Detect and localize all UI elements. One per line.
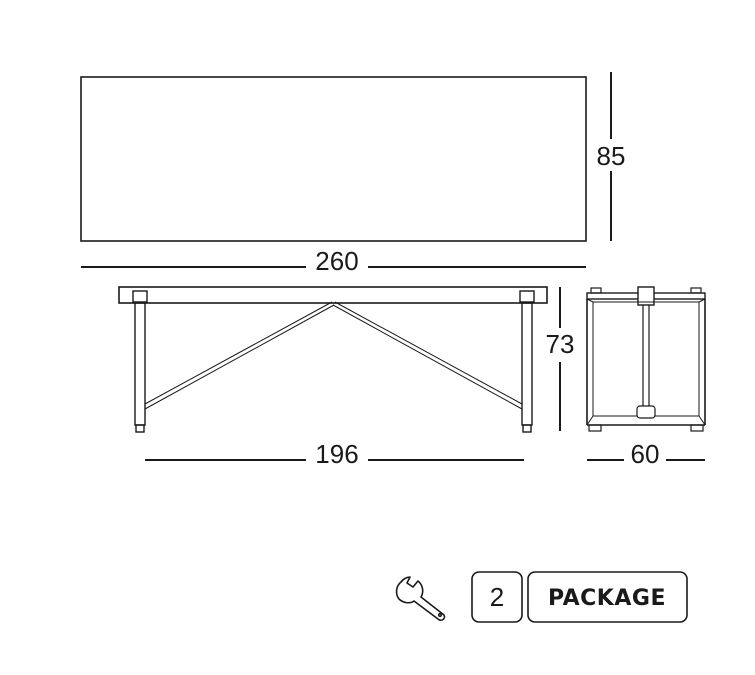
right-leg-foot — [522, 424, 532, 433]
side-foot-left — [588, 424, 602, 432]
left-brace-outer — [144, 301, 333, 405]
side-center-post — [636, 305, 656, 419]
side-inner-top-left — [586, 298, 594, 303]
side-view — [586, 286, 706, 432]
package-label: PACKAGE — [548, 586, 666, 611]
package-label-box — [527, 571, 688, 623]
side-inner-bottom-left — [586, 415, 594, 426]
right-brace-inner — [332, 304, 523, 410]
left-leg-bracket — [132, 290, 148, 303]
length-dimension-label: 260 — [315, 246, 358, 276]
wrench-icon — [395, 576, 446, 622]
side-top-cap-left — [590, 287, 602, 294]
side-top-cap-right — [690, 287, 702, 294]
left-leg — [132, 290, 148, 433]
package-count-box — [471, 571, 523, 623]
side-foot-right — [690, 424, 704, 432]
right-leg-post — [521, 302, 533, 426]
side-depth-dimension-label: 60 — [631, 439, 660, 469]
side-inner-bottom-right — [698, 415, 706, 426]
height-dimension-label: 73 — [546, 329, 575, 359]
depth-dimension-label: 85 — [597, 141, 626, 171]
left-brace-inner — [144, 304, 335, 410]
cross-brace — [144, 301, 523, 410]
tabletop-outline — [80, 76, 587, 242]
right-brace-outer — [334, 301, 523, 405]
package-count-label: 2 — [490, 582, 504, 612]
side-frame — [586, 299, 706, 426]
wrench-icon-hole — [437, 612, 443, 618]
front-tabletop — [118, 286, 548, 304]
right-leg-bracket — [519, 290, 535, 303]
side-inner-top-right — [698, 298, 706, 303]
side-inner-rect — [592, 301, 700, 417]
left-leg-post — [134, 302, 146, 426]
side-center-bracket — [637, 286, 655, 306]
top-view — [80, 76, 587, 242]
left-leg-foot — [135, 424, 145, 433]
span-dimension-label: 196 — [315, 439, 358, 469]
front-view — [118, 286, 548, 433]
side-center-foot — [636, 405, 656, 419]
right-leg — [519, 290, 535, 433]
